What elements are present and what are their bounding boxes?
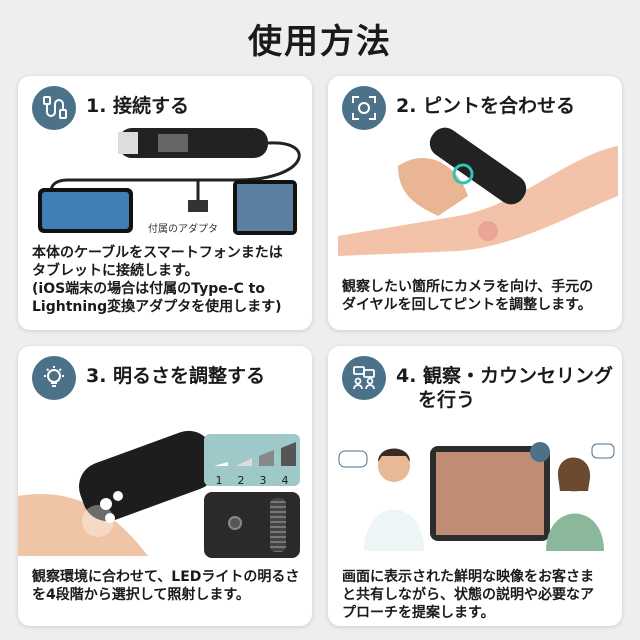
desc-line: 観察したい箇所にカメラを向け、手元の [342,279,594,295]
step-1-heading: 1. 接続する [86,95,190,117]
brightness-level-bars [214,442,296,466]
dial-closeup [204,492,300,558]
dial-icon [270,498,286,552]
level-label: 2 [237,474,245,487]
step-2-description: 観察したい箇所にカメラを向け、手元の ダイヤルを回してピントを調整します。 [342,278,612,314]
brightness-illustration [18,430,208,556]
microscope-connection-illustration [38,128,301,235]
heading-line: 4. 観察・カウンセリング [396,365,614,387]
desc-line: ダイヤルを回してピントを調整します。 [342,297,592,313]
focus-icon [342,86,386,130]
conversation-icon [342,356,386,400]
desc-line: と共有しながら、状態の説明や必要なア [342,587,594,603]
lightbulb-icon [32,356,76,400]
level-label: 3 [259,474,267,487]
step-3-description: 観察環境に合わせて、LEDライトの明るさ を4段階から選択して照射します。 [32,568,302,604]
step-2-heading: 2. ピントを合わせる [396,95,576,117]
adapter-caption: 付属のアダプタ [148,224,218,235]
desc-line: Lightning変換アダプタを使用します) [32,299,282,315]
desc-line: 本体のケーブルをスマートフォンまたは [32,245,283,261]
counseling-illustration [338,442,615,551]
desc-line: (iOS端末の場合は付属のType-C to [32,281,265,297]
step-3-card: 3. 明るさを調整する 1 2 3 4 観察環境に合わせて、LEDライトの明るさ… [18,346,312,626]
desc-line: を4段階から選択して照射します。 [32,587,250,603]
step-1-description: 本体のケーブルをスマートフォンまたは タブレットに接続します。 (iOS端末の場… [32,244,302,316]
desc-line: プローチを提案します。 [342,605,495,621]
page-title: 使用方法 [248,22,392,62]
step-4-heading: 4. 観察・カウンセリング を行う [396,364,613,412]
step-1-card: 1. 接続する 付属のアダプタ 本体のケーブルをスマートフォンまたは タブレット… [18,76,312,330]
step-4-card: 4. 観察・カウンセリング を行う 画面に表示された鮮明な映像をお客さま と共有… [328,346,622,626]
step-3-heading: 3. 明るさを調整する [86,365,266,387]
step-2-card: 2. ピントを合わせる 観察したい箇所にカメラを向け、手元の ダイヤルを回してピ… [328,76,622,330]
desc-line: タブレットに接続します。 [32,263,199,279]
desc-line: 画面に表示された鮮明な映像をお客さま [342,569,594,585]
level-label: 4 [281,474,289,487]
focus-illustration [338,127,618,256]
cable-icon [32,86,76,130]
brightness-levels-panel: 1 2 3 4 [204,434,300,487]
heading-line: を行う [418,389,476,411]
desc-line: 観察環境に合わせて、LEDライトの明るさ [32,569,300,585]
level-label: 1 [215,474,223,487]
step-4-description: 画面に表示された鮮明な映像をお客さま と共有しながら、状態の説明や必要なア プロ… [342,568,612,622]
button-icon [228,516,242,530]
